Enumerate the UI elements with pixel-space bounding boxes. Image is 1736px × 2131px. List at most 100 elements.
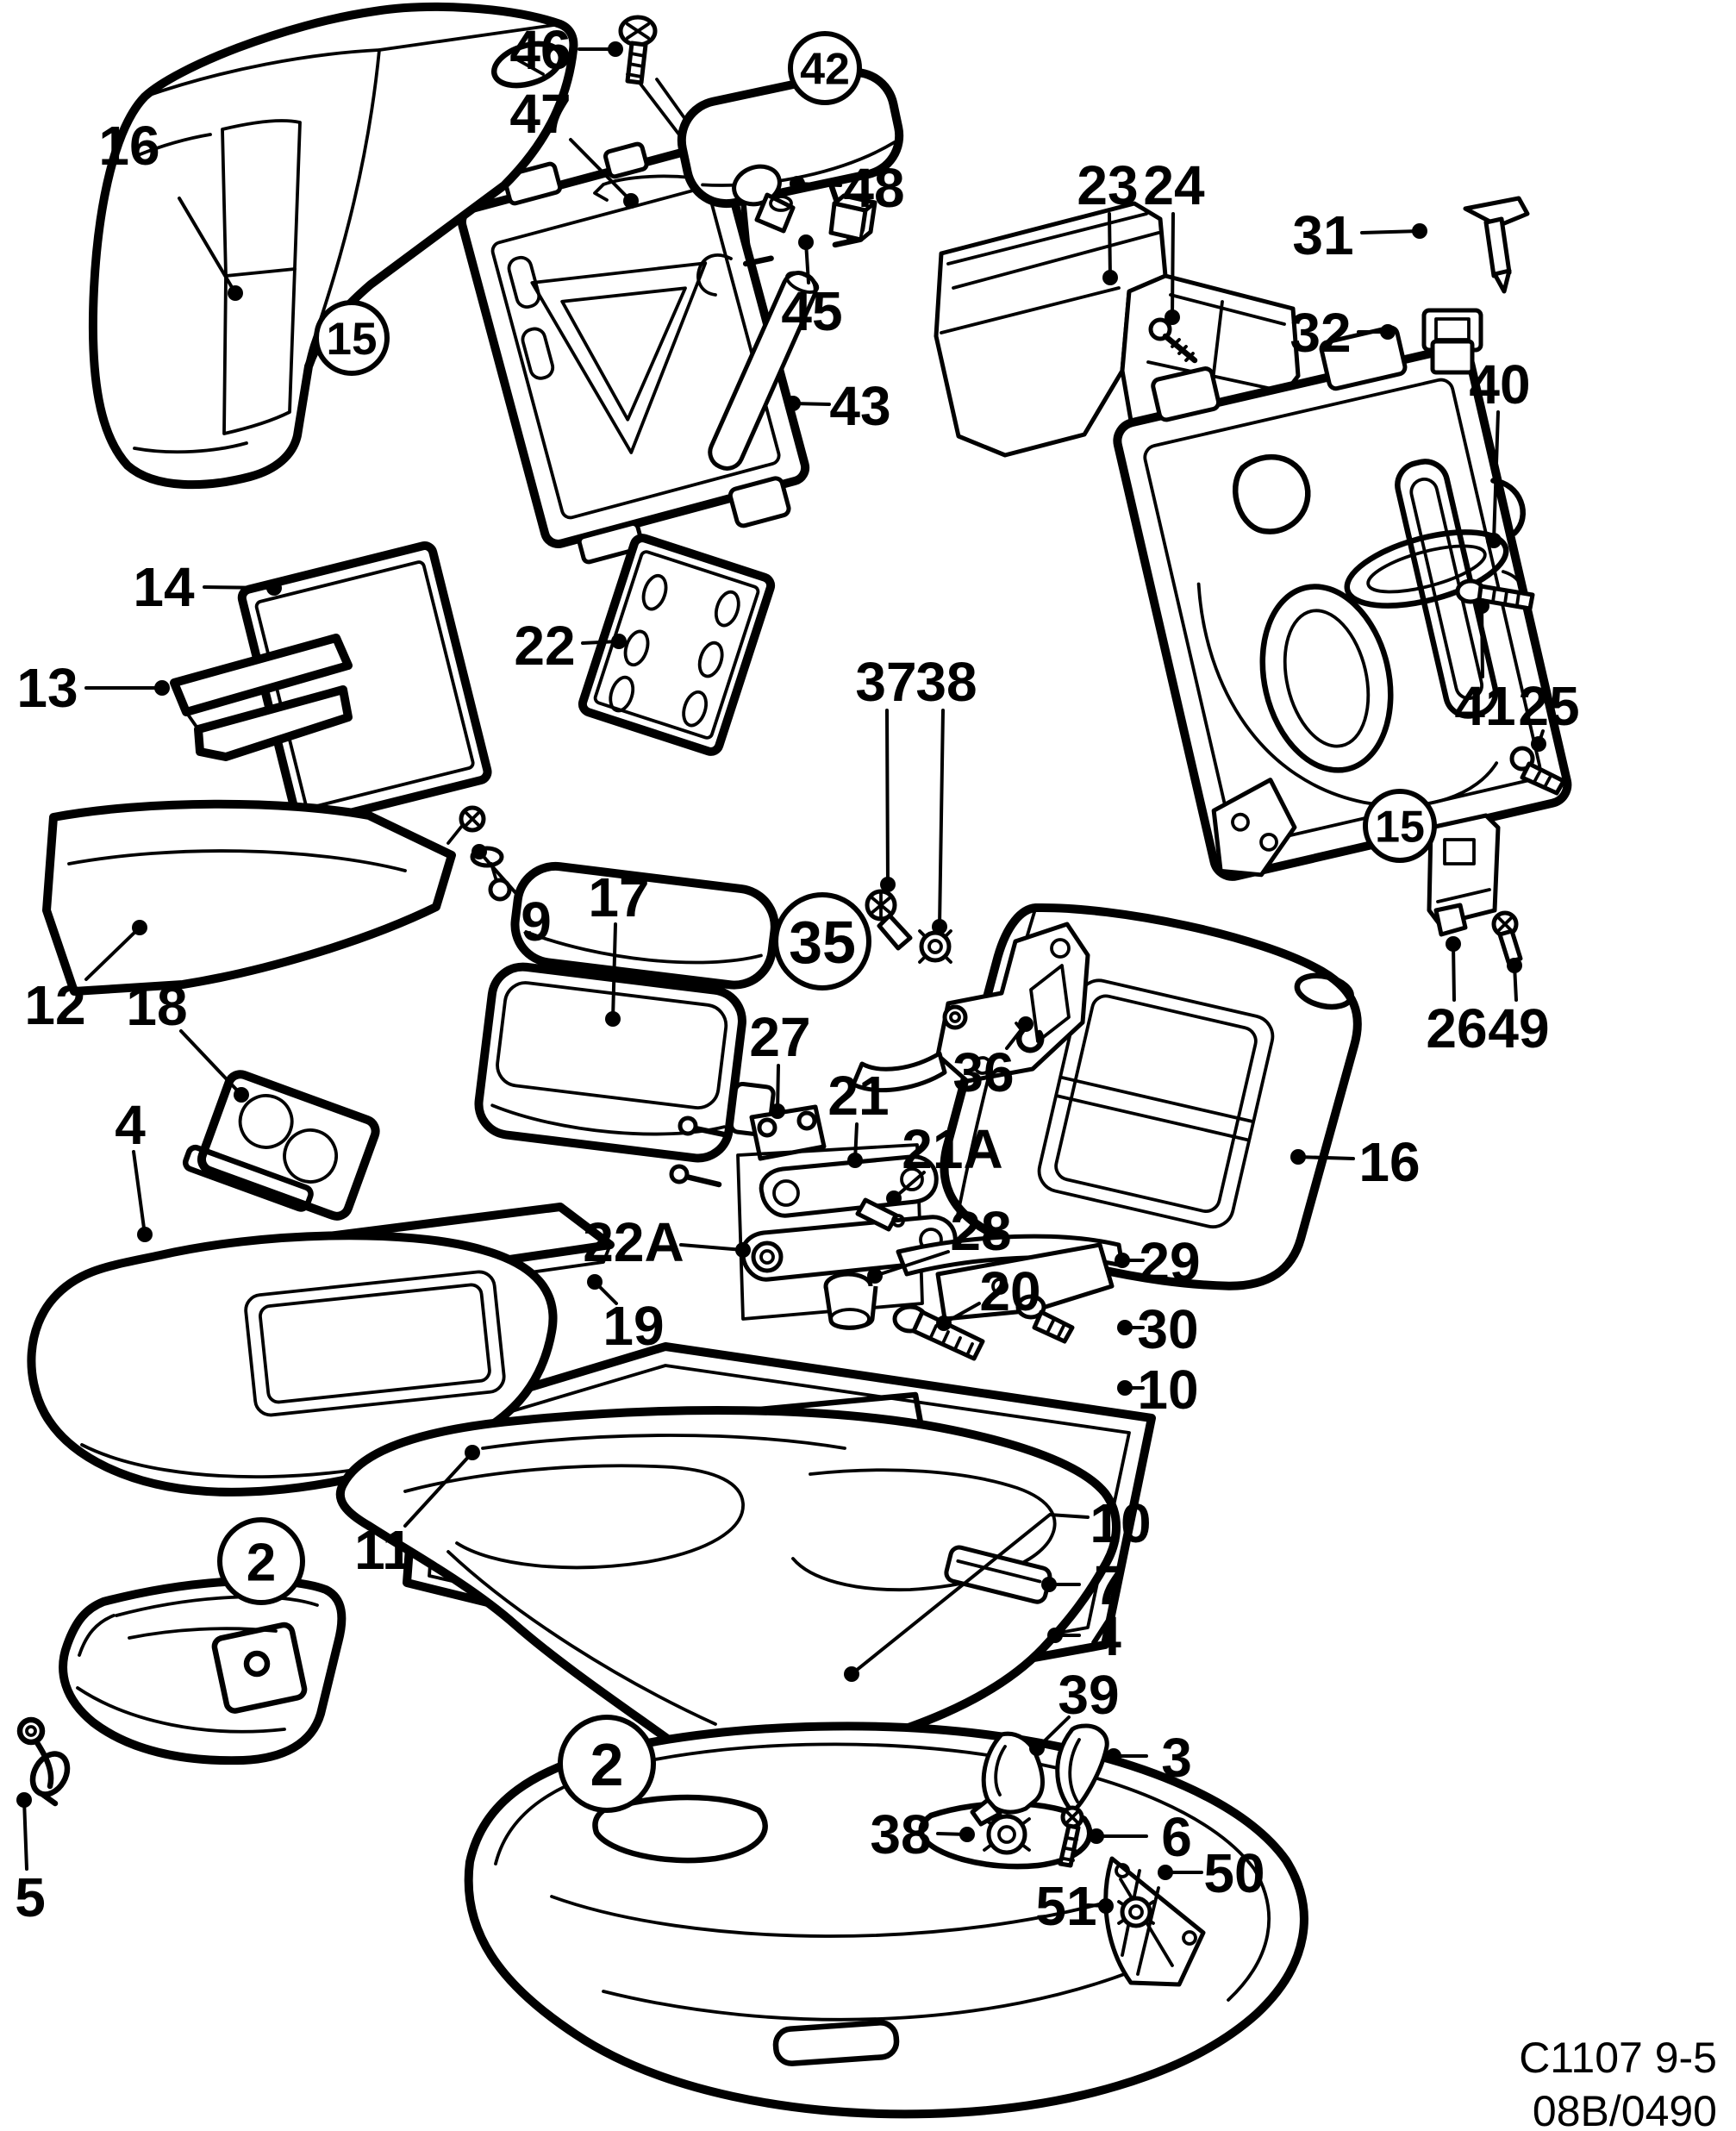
part-nut-38	[918, 929, 952, 964]
callout-anchor-dot	[587, 1274, 603, 1290]
parts-layer	[16, 3, 1572, 2119]
callout-leader-line	[1360, 229, 1421, 234]
callout-anchor-dot	[785, 396, 801, 411]
callout-6: 6	[1089, 1806, 1192, 1868]
part-nut-51	[1117, 1896, 1155, 1928]
drawing-code: C1107 9-5	[1519, 2034, 1717, 2082]
callout-10: 10	[844, 1492, 1152, 1682]
callout-leader-line	[179, 1029, 243, 1097]
callout-39: 39	[1029, 1664, 1120, 1756]
part-lid-12	[42, 799, 456, 996]
callout-leader-line	[873, 1250, 950, 1278]
part-backrest-cover-left	[88, 3, 578, 490]
callout-leader-line	[478, 850, 521, 898]
part-hinge-bracket-27	[669, 1104, 827, 1188]
callout-anchor-dot	[1106, 1748, 1121, 1764]
part-bracket-39	[970, 1731, 1045, 1827]
callout-anchor-dot	[623, 193, 639, 209]
callout-23: 23	[1077, 154, 1139, 285]
part-plate-22	[578, 534, 776, 756]
callout-label: 30	[1137, 1298, 1198, 1360]
callout-36: 36	[952, 1016, 1033, 1103]
assembly-ref-2: 2	[217, 1517, 305, 1605]
callout-label: 12	[24, 974, 85, 1036]
callout-anchor-dot	[266, 580, 282, 596]
callout-9: 9	[471, 844, 552, 953]
callout-label: 3	[1161, 1727, 1192, 1789]
callout-anchor-dot	[847, 1153, 863, 1168]
part-strap-13	[170, 634, 353, 761]
callout-anchor-dot	[608, 41, 623, 57]
part-seat-pan-bottom	[464, 1722, 1308, 2119]
callout-label: 38	[870, 1803, 931, 1865]
callout-anchor-dot	[137, 1227, 153, 1242]
part-screw-41	[1455, 578, 1535, 611]
callout-48: 48	[790, 157, 905, 219]
callout-leader-line	[84, 926, 141, 981]
callout-anchor-dot	[1117, 1380, 1133, 1396]
callout-anchor-dot	[959, 1827, 975, 1842]
callout-label: 5	[15, 1866, 46, 1928]
callout-25: 25	[1518, 675, 1580, 752]
callout-label: 19	[603, 1295, 664, 1357]
callout-anchor-dot	[844, 1666, 859, 1682]
part-seat-pan-left	[59, 1576, 347, 1765]
assembly-ref-circle	[217, 1517, 305, 1605]
callout-label: 10	[1137, 1359, 1198, 1421]
callout-label: 16	[1358, 1131, 1420, 1193]
callout-label: 43	[829, 375, 890, 437]
callout-label: 13	[16, 657, 78, 719]
callout-label: 45	[781, 280, 842, 342]
callout-24: 24	[1143, 154, 1205, 325]
callout-leader-line	[203, 585, 276, 590]
callout-leader-line	[1108, 212, 1112, 279]
callout-label: 22	[514, 615, 575, 677]
callout-anchor-dot	[770, 1103, 785, 1119]
callout-anchor-dot	[798, 234, 814, 250]
callout-anchor-dot	[1531, 736, 1546, 752]
callout-anchor-dot	[1089, 1828, 1104, 1844]
callout-anchor-dot	[1018, 1016, 1033, 1032]
callout-12: 12	[24, 920, 147, 1036]
drawing-id-block: C1107 9-5 08B/0490	[1519, 2034, 1717, 2131]
callout-label: 32	[1290, 302, 1351, 364]
callout-label: 36	[952, 1041, 1014, 1103]
callout-label: 27	[749, 1006, 810, 1068]
callout-leader-line	[850, 1512, 1090, 1676]
callout-45: 45	[781, 234, 843, 342]
callout-label: 23	[1077, 154, 1138, 216]
callout-31: 31	[1292, 204, 1427, 266]
callout-7: 7	[1041, 1554, 1125, 1616]
callout-anchor-dot	[1047, 1628, 1063, 1643]
callout-22: 22	[514, 615, 627, 677]
part-pin-21a	[855, 1197, 905, 1232]
callout-anchor-dot	[605, 1011, 621, 1027]
callout-anchor-dot	[1117, 1320, 1133, 1335]
callout-label: 17	[588, 866, 649, 928]
callout-46: 46	[509, 19, 623, 81]
callout-47: 47	[509, 83, 639, 209]
callout-label: 29	[1139, 1231, 1200, 1293]
part-nut-38-bottom	[983, 1814, 1031, 1855]
part-cable-5	[16, 1716, 71, 1807]
callout-label: 25	[1518, 675, 1579, 737]
assembly-ref-15: 15	[314, 300, 390, 376]
callout-anchor-dot	[932, 919, 947, 934]
callout-leader-line	[1296, 1155, 1355, 1160]
callout-5: 5	[15, 1792, 46, 1928]
callout-anchor-dot	[228, 285, 243, 301]
callout-16: 16	[1290, 1131, 1421, 1193]
callout-30: 30	[1117, 1298, 1199, 1360]
callout-label: 37	[855, 651, 916, 713]
callout-label: 20	[979, 1260, 1040, 1322]
part-bolt-37	[865, 889, 913, 951]
part-screw-24	[1148, 317, 1198, 364]
callout-label: 21A	[902, 1118, 1002, 1180]
assembly-ref-42: 42	[788, 31, 862, 105]
part-cushion-4-bench	[335, 1406, 1121, 1779]
part-bushing-28	[823, 1272, 878, 1330]
callout-29: 29	[1115, 1231, 1201, 1293]
